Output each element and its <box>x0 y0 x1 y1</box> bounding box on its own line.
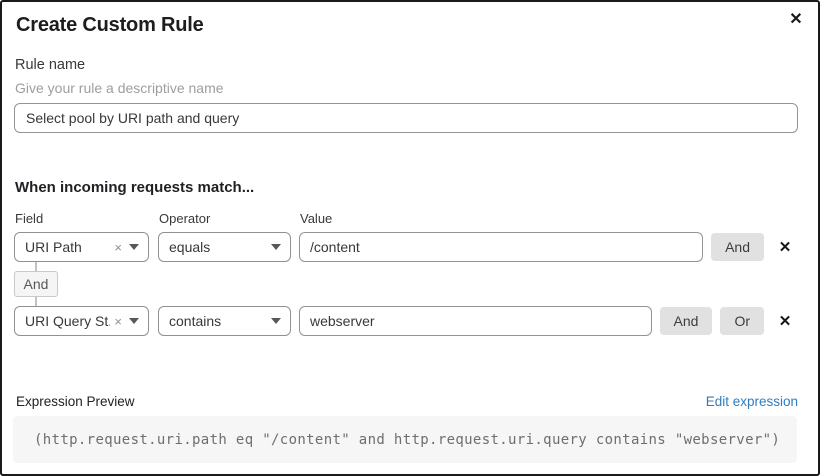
chevron-down-icon <box>129 244 139 250</box>
field-select-value: URI Query St... <box>25 313 110 329</box>
condition-row: URI Path × equals And ✕ <box>14 232 798 262</box>
expression-preview-label: Expression Preview <box>16 394 135 409</box>
dialog-title: Create Custom Rule <box>16 14 204 36</box>
operator-select[interactable]: contains <box>158 306 291 336</box>
expression-code-block: (http.request.uri.path eq "/content" and… <box>13 416 797 463</box>
connector-line <box>35 262 37 271</box>
operator-select-value: equals <box>169 239 211 255</box>
expression-code: (http.request.uri.path eq "/content" and… <box>34 431 781 448</box>
clear-selection-icon[interactable]: × <box>114 239 122 255</box>
clear-selection-icon[interactable]: × <box>114 313 122 329</box>
add-and-condition-button[interactable]: And <box>711 233 764 261</box>
chevron-down-icon <box>271 244 281 250</box>
and-connector-chip: And <box>14 271 58 297</box>
condition-value-input[interactable] <box>299 232 704 262</box>
remove-condition-icon[interactable]: ✕ <box>772 233 798 261</box>
field-select[interactable]: URI Path × <box>14 232 149 262</box>
field-select[interactable]: URI Query St... × <box>14 306 149 336</box>
operator-select[interactable]: equals <box>158 232 291 262</box>
operator-column-label: Operator <box>159 211 211 226</box>
condition-value-input[interactable] <box>299 306 652 336</box>
close-icon[interactable]: ✕ <box>784 8 808 32</box>
operator-select-value: contains <box>169 313 222 329</box>
condition-row: URI Query St... × contains And Or ✕ <box>14 306 798 336</box>
rule-name-help: Give your rule a descriptive name <box>15 80 224 96</box>
edit-expression-link[interactable]: Edit expression <box>705 394 798 409</box>
field-column-label: Field <box>15 211 44 226</box>
chevron-down-icon <box>129 318 139 324</box>
match-section-heading: When incoming requests match... <box>15 179 255 196</box>
field-select-value: URI Path <box>25 239 82 255</box>
add-or-condition-button[interactable]: Or <box>720 307 764 335</box>
chevron-down-icon <box>271 318 281 324</box>
rule-name-label: Rule name <box>15 57 86 73</box>
value-column-label: Value <box>300 211 333 226</box>
connector-line <box>35 297 37 306</box>
remove-condition-icon[interactable]: ✕ <box>772 307 798 335</box>
expression-preview-header: Expression Preview Edit expression <box>16 393 798 410</box>
rule-name-input[interactable] <box>14 103 798 133</box>
condition-column-labels: Field Operator Value <box>15 211 798 227</box>
add-and-condition-button[interactable]: And <box>659 307 713 335</box>
